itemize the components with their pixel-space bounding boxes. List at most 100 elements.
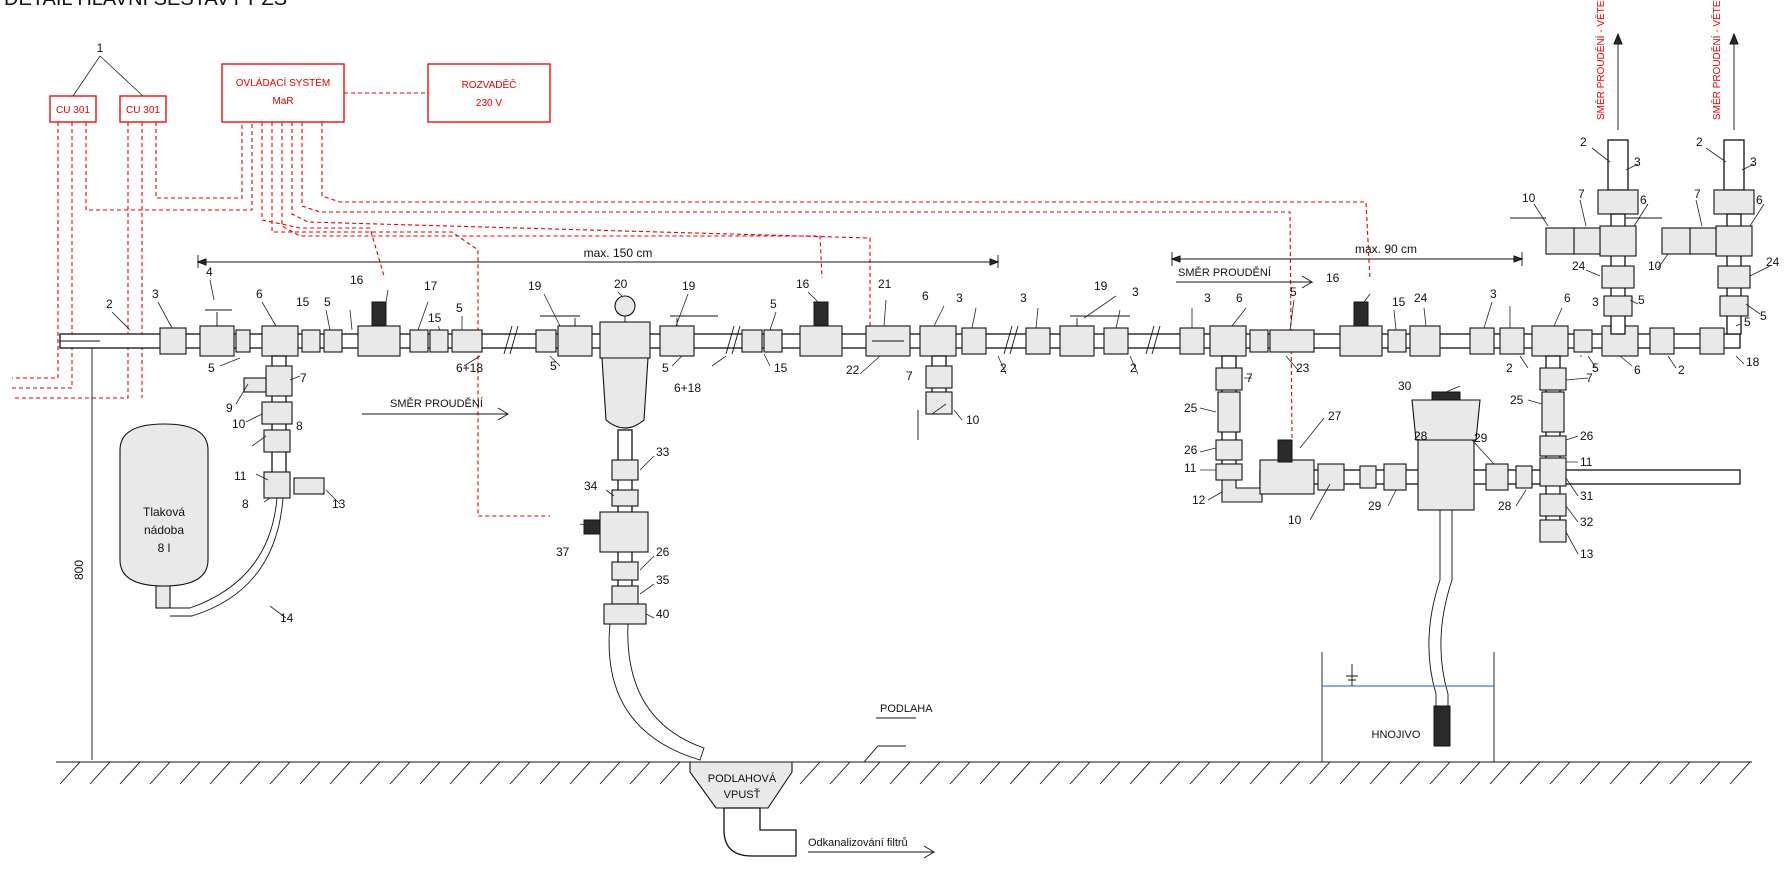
reducer-15d	[1387, 329, 1407, 353]
tank-label-1: Tlaková	[143, 505, 185, 519]
tank-connector	[155, 585, 171, 609]
pressure-tank-8l	[119, 423, 209, 587]
sight-glass-23	[1269, 329, 1315, 353]
flow-notes: SMĚR PROUDĚNÍ SMĚR PROUDĚNÍ	[362, 266, 1314, 421]
branch2-valve-10	[1661, 227, 1691, 255]
branch2-valve-24	[1717, 265, 1751, 289]
union-3h	[1649, 327, 1675, 355]
branch1-valve-24	[1601, 265, 1635, 289]
union-3c	[1025, 327, 1051, 355]
dim-90-arrows	[1170, 255, 1524, 263]
label-29a: 29	[1368, 499, 1382, 513]
label-19c: 19	[1094, 279, 1108, 293]
reducer-15c	[763, 329, 783, 353]
suction-strainer	[1433, 705, 1451, 747]
drain-valve-9	[243, 377, 267, 393]
pipe-break-2	[725, 325, 741, 355]
wire-cu-a	[12, 122, 59, 379]
label-10b: 10	[966, 413, 980, 427]
label-15c: 15	[774, 361, 788, 375]
union-3i	[1699, 327, 1725, 355]
cu-unit-right-label: CU 301	[126, 105, 160, 116]
label-7a: 7	[300, 371, 307, 385]
flow-right-label: SMĚR PROUDĚNÍ	[1178, 266, 1272, 279]
wire-cu-c	[85, 122, 253, 211]
fertilizer-tank: HNOJIVO	[1321, 652, 1495, 763]
pipe-break-4	[1145, 325, 1161, 355]
ball-valve-4	[199, 325, 235, 357]
label-20: 20	[614, 277, 628, 291]
solenoid-27-coil	[1277, 439, 1293, 463]
reducer-15a	[301, 329, 321, 353]
solenoid-valve-16c	[1339, 325, 1383, 357]
label-16a: 16	[350, 273, 364, 287]
cu-unit-left	[49, 95, 97, 123]
nipple-33	[611, 459, 639, 481]
solenoid-valve-16b	[799, 325, 843, 357]
tank-branch: Tlaková nádoba 8 l	[119, 355, 325, 617]
wire-cu-b	[12, 122, 73, 389]
label-2b: 2	[1000, 361, 1007, 375]
left-leaders	[219, 357, 341, 619]
label-5g: 5	[1290, 285, 1297, 299]
label-14: 14	[280, 611, 294, 625]
dim-150-text: max. 150 cm	[584, 246, 653, 260]
tee-6d	[1531, 325, 1569, 357]
label-5f: 5	[662, 361, 669, 375]
union-26c	[1539, 435, 1567, 457]
item-labels: 2 3 4 6 15 5 16 17 15 5 19 20 19 16 5 21…	[106, 135, 1780, 625]
wire-cu-d	[12, 122, 129, 399]
label-24b: 24	[1572, 259, 1586, 273]
solenoid-37-coil	[583, 519, 601, 535]
reducer-15b	[429, 329, 449, 353]
label-19b: 19	[682, 279, 696, 293]
label-5j: 5	[1638, 293, 1645, 307]
ball-valve-19c	[1059, 325, 1095, 357]
hose-clamp-40	[603, 603, 647, 625]
elbow-12	[1221, 479, 1263, 503]
union-29b	[1485, 463, 1509, 491]
label-2c: 2	[1130, 361, 1137, 375]
label-33: 33	[656, 445, 670, 459]
label-2a: 2	[106, 297, 113, 311]
flex-hose-14-b	[170, 497, 284, 617]
label-21: 21	[878, 277, 892, 291]
filter-drain-branch	[583, 357, 705, 761]
label-10c: 10	[1288, 513, 1302, 527]
solenoid-valve-27	[1259, 459, 1315, 495]
label-26a: 26	[656, 545, 670, 559]
nipple-5c	[451, 329, 483, 353]
label-6b: 6	[922, 289, 929, 303]
fertilizer-branch	[1215, 355, 1741, 747]
union-3f	[1469, 327, 1495, 355]
branch1-valve-10	[1545, 227, 1575, 255]
label-5i: 5	[1744, 315, 1751, 329]
label-4: 4	[206, 265, 213, 279]
label-7d: 7	[1586, 371, 1593, 385]
floor: PODLAHA	[56, 703, 1752, 785]
label-15a: 15	[296, 295, 310, 309]
wire-valve-22	[291, 122, 871, 330]
wire-valve-27	[301, 122, 1293, 441]
label-28a: 28	[1414, 429, 1428, 443]
valve-24a	[1409, 325, 1441, 357]
label-16c: 16	[1326, 271, 1340, 285]
ball-valve-19b	[659, 325, 695, 357]
check-valve-17	[409, 329, 429, 353]
label-6g: 6	[1756, 193, 1763, 207]
label-6d: 6	[1564, 291, 1571, 305]
branch2-label: SMĚR PROUDĚNÍ - VĚTEV Č.2	[1710, 0, 1723, 120]
ball-valve-13b	[1539, 519, 1567, 543]
ball-valve-13a	[293, 477, 325, 495]
label-19a: 19	[528, 279, 542, 293]
pressure-gauge-20	[614, 295, 636, 317]
flow-main-label: SMĚR PROUDĚNÍ	[390, 397, 484, 410]
branch1-nipple-5	[1603, 295, 1633, 317]
label-18: 18	[1746, 355, 1760, 369]
valve-19a-handle	[540, 315, 580, 326]
label-13a: 13	[332, 497, 346, 511]
label-32: 32	[1580, 515, 1594, 529]
label-7e: 7	[1578, 187, 1585, 201]
tee-6b	[919, 325, 957, 357]
label-15d: 15	[1392, 295, 1406, 309]
